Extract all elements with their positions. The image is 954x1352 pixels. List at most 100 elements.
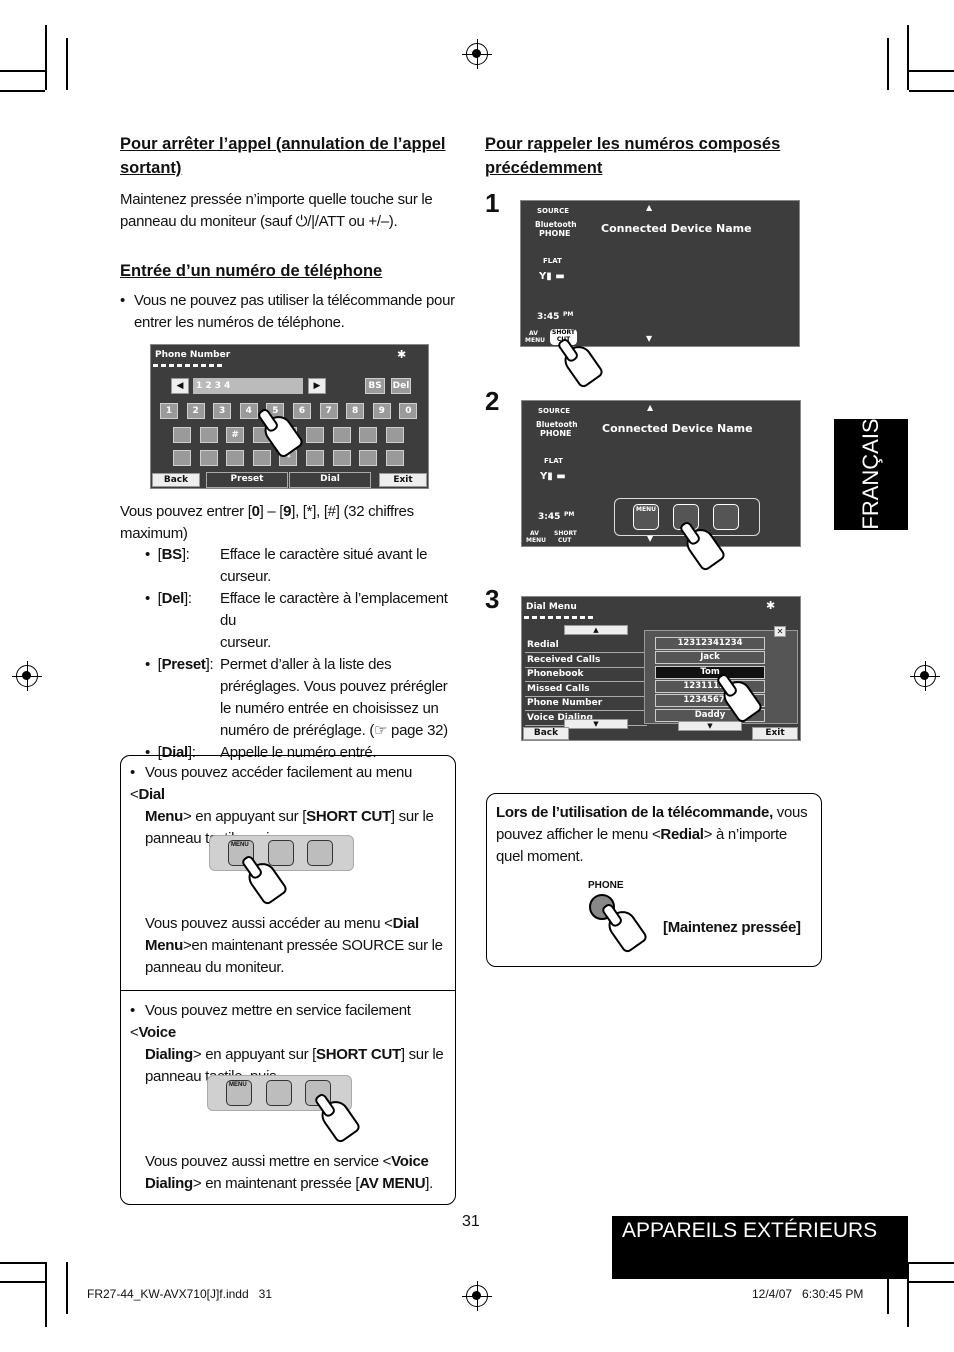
blank-key[interactable] — [199, 427, 218, 443]
blank-key[interactable] — [226, 450, 245, 466]
menu-label: MENU — [525, 337, 545, 344]
chapter-label: APPAREILS EXTÉRIEURS — [622, 1219, 878, 1242]
definition-item: • [BS]:Efface le caractère situé avant l… — [145, 544, 465, 588]
digit-key[interactable]: 7 — [319, 403, 338, 419]
bluetooth-icon: ✱ — [766, 599, 776, 612]
redial-entry[interactable]: Jack — [655, 651, 765, 665]
redial-entry[interactable]: 123111122 — [655, 679, 765, 693]
digit-key[interactable]: 3 — [213, 403, 232, 419]
blank-key[interactable] — [306, 427, 324, 443]
definition-text: curseur. — [220, 568, 271, 585]
blank-key[interactable] — [199, 450, 218, 466]
blank-key[interactable] — [173, 427, 191, 443]
blank-key[interactable] — [385, 450, 404, 466]
phone-button-label: PHONE — [588, 880, 624, 891]
preset-button[interactable]: Preset — [206, 472, 288, 488]
digit-key[interactable]: 8 — [346, 403, 365, 419]
blank-key[interactable] — [173, 450, 191, 466]
device-name: Connected Device Name — [601, 222, 752, 235]
definition-key: • [BS]: — [145, 546, 190, 563]
down-arrow-icon[interactable]: ▼ — [647, 534, 654, 543]
tip-box — [120, 755, 456, 1205]
definition-text: numéro de préréglage. (☞ page 32) — [220, 722, 448, 739]
redial-entry[interactable]: 12312341234 — [655, 637, 765, 650]
blank-key[interactable] — [359, 427, 378, 443]
blank-key[interactable] — [332, 450, 351, 466]
close-icon[interactable]: ✕ — [774, 626, 786, 637]
hash-key[interactable]: # — [226, 427, 245, 443]
digit-key[interactable]: 6 — [293, 403, 311, 419]
section-heading-redial: Pour rappeler les numéros composés précé… — [485, 135, 781, 177]
entry-range-text: Vous pouvez entrer [0] – [9], [*], [#] (… — [120, 503, 414, 542]
voice-dialing-icon[interactable] — [713, 504, 739, 530]
section-heading-cancel-call: Pour arrêter l’appel (annulation de l’ap… — [120, 135, 446, 177]
copy-icon[interactable] — [268, 840, 294, 866]
blank-key[interactable] — [332, 427, 351, 443]
clock: 3:45 — [537, 312, 560, 322]
digit-key[interactable]: 2 — [186, 403, 205, 419]
av-label: AV — [530, 530, 539, 537]
definition-text: Appelle le numéro entré. — [220, 744, 377, 761]
exit-button[interactable]: Exit — [752, 727, 798, 740]
screen-title: Dial Menu — [526, 602, 577, 612]
dial-menu-item[interactable]: Received Calls — [525, 654, 647, 668]
phone-label: PHONE — [540, 429, 572, 438]
dial-menu-item[interactable]: Missed Calls — [525, 683, 647, 697]
scroll-down-button[interactable]: ▼ — [564, 719, 628, 729]
cut-label[interactable]: CUT — [558, 537, 572, 544]
blank-key[interactable] — [252, 450, 271, 466]
blank-key[interactable] — [306, 450, 324, 466]
definition-key: • [Preset]: — [145, 656, 214, 673]
dial-menu-item[interactable]: Phonebook — [525, 668, 647, 682]
remote-tip-text: Lors de l’utilisation de la télécommande… — [496, 804, 808, 865]
exit-button[interactable]: Exit — [379, 473, 427, 487]
bs-button[interactable]: BS — [365, 378, 385, 394]
hold-instruction: [Maintenez pressée] — [663, 919, 801, 936]
popup-scroll-button[interactable]: ▼ — [678, 721, 742, 731]
bluetooth-label: Bluetooth — [535, 220, 577, 229]
down-arrow-icon[interactable]: ▼ — [646, 334, 653, 343]
up-arrow-icon[interactable]: ▲ — [647, 403, 654, 412]
back-button[interactable]: Back — [152, 473, 200, 487]
blank-key[interactable] — [385, 427, 404, 443]
signal-battery-icon: Y▮ ▬ — [539, 271, 565, 282]
short-label[interactable]: SHORT — [554, 530, 577, 537]
menu-icon[interactable]: MENU — [633, 504, 659, 530]
up-arrow-icon[interactable]: ▲ — [646, 203, 653, 212]
signal-battery-icon: Y▮ ▬ — [540, 471, 566, 482]
back-button[interactable]: Back — [523, 727, 569, 740]
dial-menu-alt: Vous pouvez aussi accéder au menu <Dial … — [145, 915, 443, 976]
menu-label: MENU — [526, 537, 546, 544]
phone-label: PHONE — [539, 229, 571, 238]
dial-menu-item[interactable]: Phone Number — [525, 697, 647, 711]
copy-icon[interactable] — [266, 1080, 292, 1106]
definition-text: Permet d’aller à la liste des — [220, 656, 392, 673]
registration-mark-icon — [462, 1281, 492, 1311]
screen-title: Phone Number — [155, 350, 231, 360]
registration-mark-icon — [12, 661, 42, 691]
scroll-up-button[interactable]: ▲ — [564, 625, 628, 635]
clock: 3:45 — [538, 512, 561, 522]
definition-item: • [Preset]: Permet d’aller à la liste des… — [145, 654, 465, 742]
source-label: SOURCE — [538, 407, 570, 415]
digit-key[interactable]: 9 — [372, 403, 391, 419]
dial-menu-item[interactable]: Redial — [525, 639, 647, 653]
definition-key: • [Del]: — [145, 590, 192, 607]
cursor-left-button[interactable]: ◀ — [171, 378, 189, 394]
cursor-right-button[interactable]: ▶ — [308, 378, 326, 394]
digit-key[interactable]: 0 — [399, 403, 418, 419]
number-input[interactable]: 1 2 3 4 — [193, 378, 303, 394]
digit-key[interactable]: 4 — [239, 403, 258, 419]
page-number: 31 — [462, 1213, 480, 1230]
redial-entry[interactable]: 123456789 — [655, 694, 765, 708]
shortcut-icon-bar: MENU — [209, 835, 354, 871]
blank-key[interactable] — [359, 450, 378, 466]
digit-key[interactable]: 1 — [160, 403, 178, 419]
dial-button[interactable]: Dial — [289, 472, 371, 488]
redial-entry[interactable]: Tom — [655, 665, 765, 679]
cancel-call-text: Maintenez pressée n’importe quelle touch… — [120, 191, 433, 230]
voice-dialing-icon[interactable] — [307, 840, 333, 866]
menu-icon[interactable]: MENU — [226, 1080, 252, 1106]
del-button[interactable]: Del — [391, 378, 411, 394]
